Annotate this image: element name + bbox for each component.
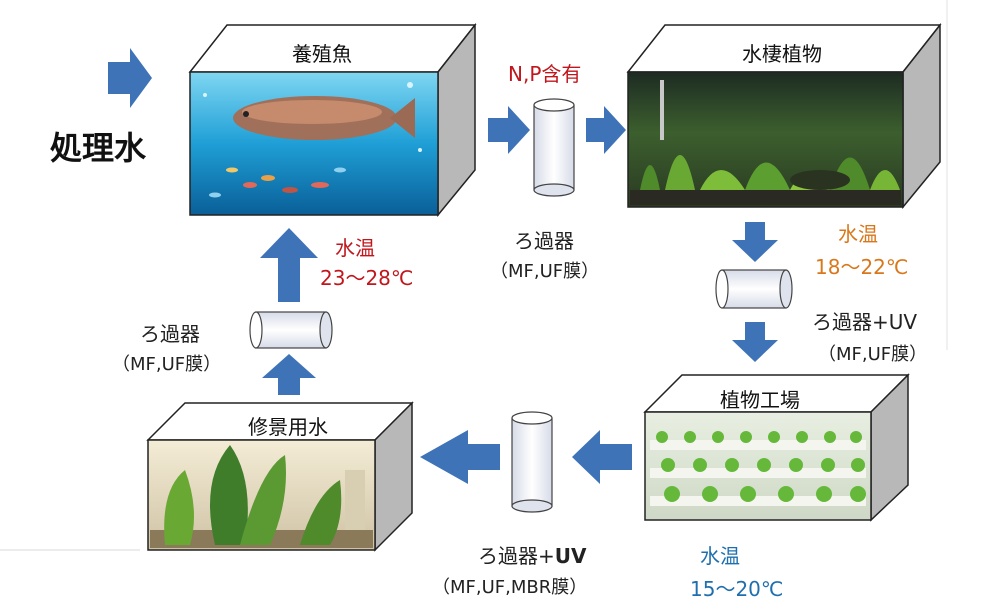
fish-box bbox=[188, 22, 477, 218]
filter-3-name-uv: UV bbox=[554, 544, 587, 568]
plants-box-title: 水棲植物 bbox=[742, 42, 822, 66]
landscape-box-title: 修景用水 bbox=[248, 415, 328, 439]
filter-1-membrane: （MF,UF膜） bbox=[490, 261, 600, 282]
aquarium-image bbox=[630, 80, 901, 205]
arrow-factory-to-filter bbox=[572, 430, 632, 484]
fish-box-title: 養殖魚 bbox=[292, 42, 352, 66]
filter-3-name-main: ろ過器+ bbox=[478, 544, 555, 568]
filter-cylinder-2 bbox=[715, 269, 793, 309]
filter-4-name: ろ過器 bbox=[140, 322, 200, 346]
arrow-input bbox=[108, 48, 152, 108]
plant-factory-box bbox=[643, 373, 910, 522]
filter-cylinder-4 bbox=[249, 311, 333, 349]
landscape-water-box bbox=[146, 401, 414, 552]
fish-temp-range: 23～28℃ bbox=[320, 266, 414, 290]
aquatic-plants-box bbox=[626, 22, 942, 210]
filter-3-membrane: （MF,UF,MBR膜） bbox=[432, 577, 588, 598]
arrow-fish-to-filter bbox=[488, 106, 530, 154]
filter-1-name: ろ過器 bbox=[514, 229, 574, 253]
filter-2-name: ろ過器+UV bbox=[812, 310, 918, 334]
arrow-filter-to-factory bbox=[732, 322, 778, 362]
arrow-filter-to-landscape bbox=[420, 430, 500, 484]
factory-temp-range: 15～20℃ bbox=[690, 577, 784, 601]
filter-cylinder-1 bbox=[533, 98, 575, 197]
fish-box-front bbox=[189, 71, 439, 216]
filter-cylinder-3 bbox=[511, 411, 553, 513]
filter-2-membrane: （MF,UF膜） bbox=[818, 344, 928, 365]
flow-arrows bbox=[108, 48, 778, 484]
hydroponics-image bbox=[650, 431, 866, 506]
indoor-garden-image bbox=[150, 445, 373, 548]
filter-3-name: ろ過器+UV bbox=[478, 540, 586, 569]
arrow-filter-to-plants bbox=[586, 106, 626, 154]
nutrients-label: N,P含有 bbox=[508, 62, 582, 86]
arrow-plants-to-filter bbox=[732, 222, 778, 262]
factory-box-title: 植物工場 bbox=[720, 388, 800, 412]
plants-temp-range: 18～22℃ bbox=[815, 255, 909, 279]
fish-temp-label: 水温 bbox=[335, 236, 375, 260]
input-label: 処理水 bbox=[50, 129, 147, 167]
factory-temp-label: 水温 bbox=[700, 544, 740, 568]
arrow-filter-to-fish bbox=[260, 228, 318, 302]
plants-temp-label: 水温 bbox=[838, 222, 878, 246]
salmon-image bbox=[203, 82, 422, 198]
filter-4-membrane: （MF,UF膜） bbox=[112, 354, 222, 375]
arrow-landscape-to-filter bbox=[262, 354, 316, 395]
